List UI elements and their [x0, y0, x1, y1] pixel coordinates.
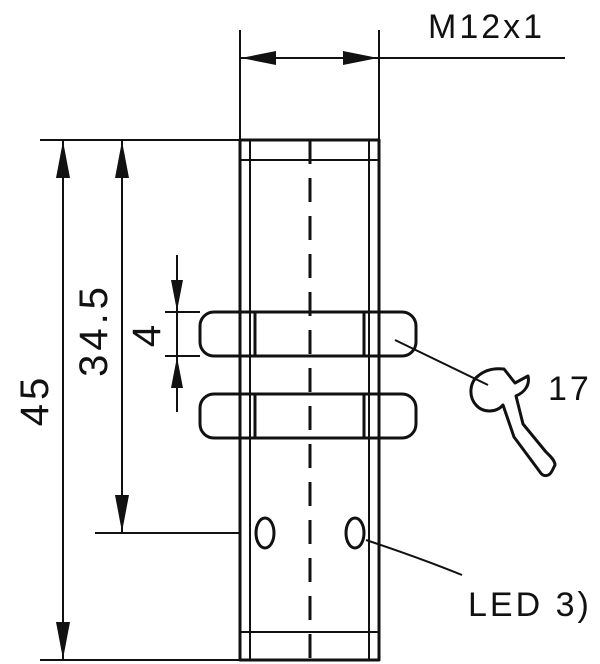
- total-length-dimension: 45: [13, 139, 240, 661]
- nut-upper: [198, 310, 418, 358]
- nut-lower: [198, 392, 418, 440]
- wrench-icon: 17: [394, 339, 592, 478]
- wrench-shape: [469, 367, 557, 478]
- led-callout: LED 3): [365, 539, 592, 624]
- sensor-body: [238, 138, 381, 662]
- wrench-size-label: 17: [548, 370, 592, 408]
- led-left: [254, 516, 276, 550]
- arrow-bottom: [115, 495, 129, 532]
- thread-dimension: M12x1: [239, 8, 565, 140]
- nut-lower-outline: [198, 392, 418, 440]
- arrow-top: [56, 141, 70, 178]
- thread-length-label: 34.5: [72, 283, 116, 377]
- thread-length-dimension: 34.5: [72, 140, 240, 534]
- arrow-down: [171, 280, 183, 311]
- nut-thickness-dimension: 4: [125, 255, 200, 412]
- arrow-top: [115, 141, 129, 178]
- arrow-left: [241, 51, 276, 65]
- arrow-right: [343, 51, 378, 65]
- wrench-leader: [394, 339, 489, 386]
- led-leader: [365, 539, 463, 576]
- nut-thickness-label: 4: [125, 321, 169, 347]
- thread-label: M12x1: [428, 8, 545, 46]
- led-right: [344, 516, 366, 550]
- led-note-label: LED 3): [468, 586, 592, 624]
- arrow-up: [171, 357, 183, 388]
- nut-upper-outline: [198, 310, 418, 358]
- arrow-bottom: [56, 622, 70, 659]
- total-length-label: 45: [13, 374, 57, 427]
